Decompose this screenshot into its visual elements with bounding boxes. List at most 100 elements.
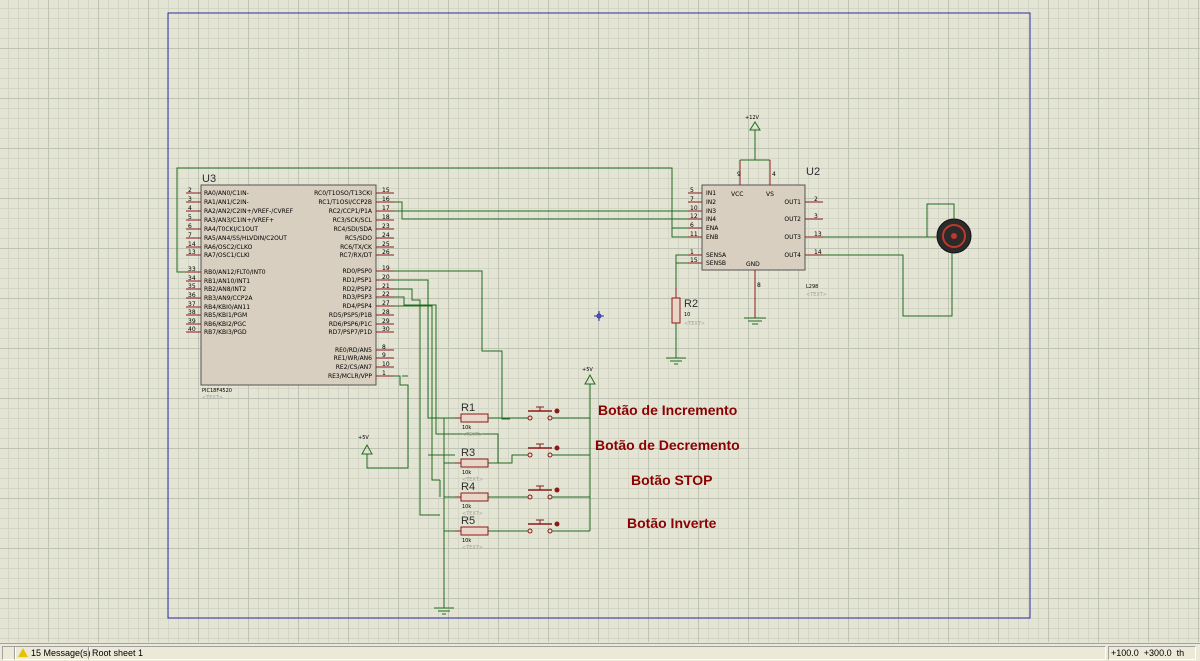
power-terminal-5v-b[interactable]: +5V (358, 435, 373, 455)
u2-pin-name: SENSA (706, 252, 727, 259)
u3-pin-number: 26 (382, 249, 390, 256)
u3-pin-name: RD6/PSP6/P1C (329, 321, 372, 328)
u3-pin-name: RC1/T1OSI/CCP2B (318, 199, 372, 206)
u3-pin-number: 5 (188, 214, 192, 221)
u3-pin-number: 23 (382, 223, 390, 230)
power-terminal-5v-a[interactable]: +5V (582, 367, 596, 385)
sheet-indicator: Root sheet 1 (88, 646, 1106, 660)
dc-motor[interactable] (936, 218, 972, 254)
u3-pin-name: RB5/KBI1/PGM (204, 312, 247, 319)
warning-icon (18, 648, 28, 657)
u2-pin-number: 5 (690, 187, 694, 194)
ground-u2 (744, 317, 766, 325)
u3-pin-name: RA3/AN3/C1IN+/VREF+ (204, 217, 274, 224)
u2-pin-number: 11 (690, 231, 698, 238)
u3-pin-name: RD5/PSP5/P1B (329, 312, 372, 319)
u3-pin-name: RB0/AN12/FLT0/INT0 (204, 269, 266, 276)
u3-pin-number: 33 (188, 266, 196, 273)
u2-pin-name: OUT2 (784, 216, 801, 223)
u3-pin-number: 4 (188, 205, 192, 212)
u3-pin-name: RA2/AN2/C2IN+/VREF-/CVREF (204, 208, 294, 215)
resistor-text: <TEXT> (462, 511, 483, 517)
u2-pin-number: 2 (814, 196, 818, 203)
u3-text-label: <TEXT> (202, 395, 223, 401)
push-button-3[interactable] (520, 485, 562, 500)
u3-right-pins: 15RC0/T1OSO/T13CKI16RC1/T1OSI/CCP2B17RC2… (314, 187, 394, 380)
push-buttons (520, 406, 562, 534)
u3-pin-number: 37 (188, 301, 196, 308)
resistor-ref: R1 (461, 402, 475, 414)
r2-value-label: 10 (684, 312, 690, 318)
u3-pin-number: 35 (188, 283, 196, 290)
power-terminal-12v[interactable]: +12V (745, 115, 761, 160)
power-12v-label: +12V (745, 115, 760, 121)
resistor-r2[interactable]: R2 10 <TEXT> (671, 288, 705, 358)
u2-pin-number: 10 (690, 205, 698, 212)
wires (176, 167, 955, 608)
u2-pin-number: 6 (690, 222, 694, 229)
crosshair-icon (594, 311, 604, 321)
u3-pin-name: RC6/TX/CK (340, 244, 373, 251)
u2-text-label: <TEXT> (806, 292, 827, 298)
u3-pin-number: 14 (188, 241, 196, 248)
u3-pin-number: 38 (188, 309, 196, 316)
coord-y: +300.0 (1143, 648, 1172, 658)
power-5v-a-label: +5V (582, 367, 593, 373)
u2-pin-name: IN4 (706, 216, 716, 223)
u2-pin-name: IN2 (706, 199, 716, 206)
u2-pin-number: 14 (814, 249, 822, 256)
resistor-value: 10k (462, 425, 471, 431)
label-stop-button: Botão STOP (631, 472, 712, 488)
r2-ref-label: R2 (684, 298, 698, 310)
u3-ref-label: U3 (202, 173, 216, 185)
u3-pin-name: RC4/SDI/SDA (333, 226, 372, 233)
u2-pin-number: 15 (690, 257, 698, 264)
coord-unit: th (1176, 648, 1185, 658)
u2-pin-name: IN1 (706, 190, 716, 197)
u2-pin-vcc: VCC (731, 191, 743, 198)
u3-pin-name: RD2/PSP2 (343, 286, 373, 293)
u3-pin-name: RA5/AN4/SS/HLVDIN/C2OUT (204, 235, 287, 242)
u3-pin-name: RC2/CCP1/P1A (329, 208, 373, 215)
u3-pin-name: RE3/MCLR/VPP (328, 373, 372, 380)
u2-pin-number: 3 (814, 213, 818, 220)
u3-pin-name: RC3/SCK/SCL (333, 217, 373, 224)
u3-pin-name: RA4/T0CKI/C1OUT (204, 226, 258, 233)
u3-pin-number: 9 (382, 352, 386, 359)
u3-pin-name: RA6/OSC2/CLKO (204, 244, 253, 251)
u2-pin-name: OUT4 (784, 252, 801, 259)
u2-pin-num-8: 8 (757, 282, 761, 289)
push-button-2[interactable] (520, 443, 562, 458)
u3-pin-name: RC5/SDO (345, 235, 372, 242)
u3-pin-name: RB4/KBI0/AN11 (204, 304, 250, 311)
u3-pin-name: RB1/AN10/INT1 (204, 278, 250, 285)
push-button-1[interactable] (520, 406, 562, 421)
resistor-text: <TEXT> (462, 545, 483, 551)
resistor-value: 10k (462, 504, 471, 510)
push-button-4[interactable] (520, 519, 562, 534)
sheet-border (167, 12, 1031, 619)
u3-pin-name: RD0/PSP0 (343, 268, 373, 275)
u3-pin-name: RB3/AN9/CCP2A (204, 295, 253, 302)
u2-pin-number: 13 (814, 231, 822, 238)
u2-pin-name: ENB (706, 234, 718, 241)
u3-pin-name: RD3/PSP3 (343, 294, 373, 301)
resistor-r1[interactable]: R1 10k<TEXT> (455, 402, 489, 438)
u3-pin-number: 25 (382, 241, 390, 248)
pulldown-resistors: R110k<TEXT>R310k<TEXT>R410k<TEXT>R510k<T… (455, 402, 489, 551)
u3-pin-number: 17 (382, 205, 390, 212)
u3-pin-name: RB2/AN8/INT2 (204, 286, 246, 293)
label-increment-button: Botão de Incremento (598, 402, 737, 418)
messages-indicator[interactable]: 15 Message(s) (14, 646, 91, 660)
resistor-text: <TEXT> (462, 432, 483, 438)
u3-pin-number: 27 (382, 300, 390, 307)
u3-pin-number: 10 (382, 361, 390, 368)
